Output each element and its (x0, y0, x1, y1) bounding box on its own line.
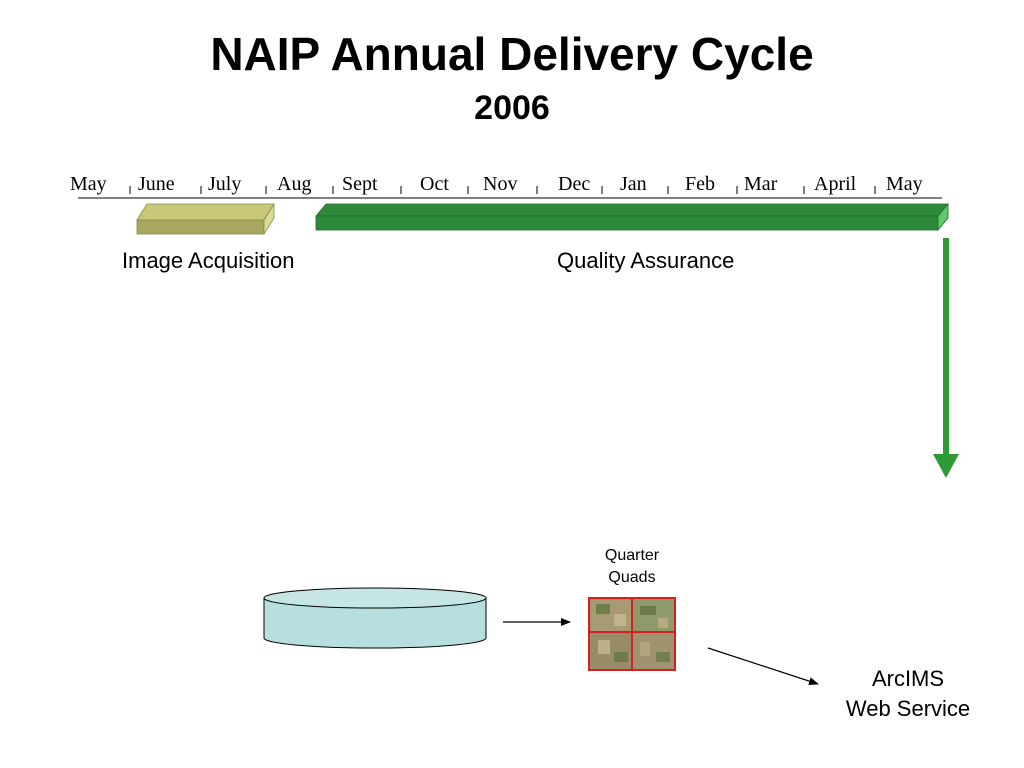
month-label: June (138, 173, 175, 195)
page-subtitle: 2006 (474, 89, 550, 127)
arcims-web-service-label: ArcIMS Web Service (845, 666, 971, 721)
timeline-ticks (129, 186, 876, 194)
page-title: NAIP Annual Delivery Cycle (210, 28, 814, 80)
month-label: Mar (744, 173, 778, 195)
arrow-to-web-service (707, 647, 819, 686)
month-label: Dec (558, 173, 591, 195)
month-label: Feb (685, 173, 715, 195)
image-acquisition-label: Image Acquisition (122, 248, 295, 273)
month-label: Aug (277, 173, 312, 195)
month-label: July (208, 173, 242, 195)
database-icon (263, 587, 487, 649)
quarter-quads-image (588, 597, 676, 671)
down-arrow-icon (933, 238, 959, 478)
month-label: April (814, 173, 857, 195)
month-label: Oct (420, 173, 449, 195)
quarter-quads-label: Quarter Quads (604, 547, 660, 586)
quality-assurance-bar (315, 202, 949, 232)
month-label: Jan (620, 173, 647, 195)
month-label: May (70, 173, 107, 195)
acquisition-bar (136, 202, 275, 236)
quality-assurance-label: Quality Assurance (557, 248, 735, 273)
month-label: Nov (483, 173, 518, 195)
month-label: May (886, 173, 923, 195)
month-label: Sept (342, 173, 378, 195)
